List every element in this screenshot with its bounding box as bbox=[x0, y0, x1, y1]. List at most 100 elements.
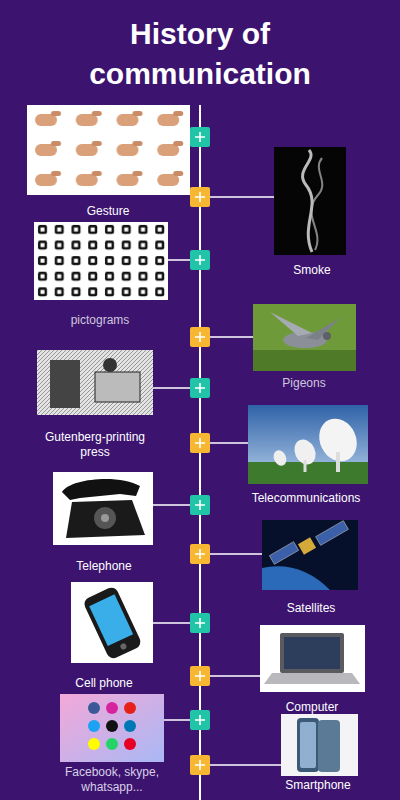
telephone-picture bbox=[94, 507, 116, 529]
teal-marker bbox=[190, 127, 210, 147]
gesture-picture bbox=[27, 105, 190, 195]
smartphone-picture bbox=[297, 718, 319, 772]
press-picture bbox=[37, 350, 153, 415]
item-label: Computer bbox=[252, 700, 372, 715]
plus-symbol bbox=[195, 332, 205, 342]
social-picture bbox=[60, 694, 164, 762]
item-label: Gutenberg-printing press bbox=[30, 430, 160, 460]
leader-line bbox=[153, 387, 190, 389]
smartphone-picture bbox=[300, 722, 316, 768]
teal-marker bbox=[190, 127, 210, 730]
social-picture bbox=[124, 720, 136, 732]
item-label: Cell phone bbox=[44, 676, 164, 691]
pigeon-picture bbox=[253, 304, 356, 371]
satellite-picture bbox=[262, 520, 358, 590]
orange-marker bbox=[190, 187, 210, 775]
cellphone-picture bbox=[82, 585, 143, 660]
item-label: Pigeons bbox=[244, 376, 364, 391]
item-label: Telecommunications bbox=[231, 491, 381, 506]
orange-marker bbox=[190, 666, 210, 686]
item-label: Smartphone bbox=[258, 778, 378, 793]
cellphone-picture bbox=[71, 582, 153, 663]
social-picture bbox=[88, 720, 100, 732]
cellphone-picture bbox=[89, 594, 133, 646]
telephone-picture bbox=[62, 479, 140, 500]
telephone-picture bbox=[53, 472, 153, 545]
antenna-picture bbox=[248, 405, 368, 484]
laptop-picture bbox=[260, 625, 365, 692]
leader-line bbox=[210, 442, 248, 444]
antenna-picture bbox=[248, 462, 368, 484]
leader-line bbox=[153, 504, 190, 506]
cellphone-picture bbox=[119, 642, 127, 650]
antenna-picture bbox=[336, 452, 340, 472]
pigeon-picture bbox=[253, 350, 356, 371]
social-picture bbox=[88, 738, 100, 750]
item-label: Facebook, skype, whatsapp... bbox=[57, 765, 167, 795]
satellite-picture bbox=[298, 537, 316, 554]
social-picture bbox=[106, 702, 118, 714]
pictogram-picture bbox=[34, 222, 168, 300]
plus-symbol bbox=[195, 255, 205, 265]
plus-symbol bbox=[195, 618, 205, 628]
diagram-title: History of communication bbox=[40, 14, 360, 94]
pictogram-picture bbox=[34, 222, 168, 300]
plus-symbol bbox=[195, 383, 205, 393]
plus-symbol bbox=[195, 715, 205, 725]
telephone-picture bbox=[101, 514, 109, 522]
smartphone-picture bbox=[318, 720, 340, 772]
press-picture bbox=[37, 350, 153, 415]
teal-marker bbox=[190, 378, 210, 398]
plus-symbol bbox=[195, 760, 205, 770]
teal-marker bbox=[190, 250, 210, 270]
satellite-picture bbox=[262, 566, 330, 590]
item-label: pictograms bbox=[40, 313, 160, 328]
orange-marker bbox=[190, 755, 210, 775]
antenna-picture bbox=[248, 405, 368, 484]
orange-marker bbox=[190, 187, 210, 207]
smartphone-picture bbox=[281, 714, 358, 776]
pictogram-picture bbox=[34, 222, 168, 300]
smoke-picture bbox=[303, 150, 313, 252]
item-label: Gesture bbox=[48, 204, 168, 219]
social-picture bbox=[88, 702, 100, 714]
plus-symbol bbox=[195, 132, 205, 142]
orange-marker bbox=[190, 327, 210, 347]
item-label: Smoke bbox=[252, 263, 372, 278]
telephone-picture bbox=[66, 500, 145, 538]
laptop-picture bbox=[284, 637, 340, 669]
plus-symbol bbox=[195, 438, 205, 448]
laptop-picture bbox=[280, 633, 344, 673]
plus-symbol bbox=[195, 132, 205, 770]
social-picture bbox=[106, 720, 118, 732]
smoke-picture bbox=[274, 147, 346, 255]
laptop-picture bbox=[264, 673, 360, 684]
pigeon-picture bbox=[270, 312, 312, 336]
leader-line bbox=[164, 719, 190, 721]
cellphone-picture bbox=[71, 582, 153, 663]
teal-marker bbox=[190, 710, 210, 730]
pigeon-picture bbox=[306, 318, 340, 340]
pigeon-picture bbox=[323, 332, 331, 340]
plus-symbol bbox=[195, 671, 205, 681]
leader-line bbox=[153, 622, 190, 624]
press-picture bbox=[103, 358, 117, 372]
plus-symbol bbox=[195, 500, 205, 510]
social-picture bbox=[124, 738, 136, 750]
gesture-picture bbox=[27, 105, 190, 195]
telephone-picture bbox=[53, 472, 153, 545]
item-label: Satellites bbox=[251, 601, 371, 616]
plus-symbol bbox=[195, 192, 205, 202]
social-picture bbox=[124, 702, 136, 714]
teal-marker bbox=[190, 613, 210, 633]
antenna-picture bbox=[271, 448, 289, 468]
plus-symbol bbox=[195, 549, 205, 559]
satellite-picture bbox=[269, 542, 298, 565]
orange-marker bbox=[190, 544, 210, 564]
press-picture bbox=[37, 350, 153, 415]
press-picture bbox=[50, 360, 80, 408]
cellphone-picture bbox=[82, 585, 143, 660]
antenna-picture bbox=[304, 460, 307, 472]
press-picture bbox=[95, 372, 140, 402]
